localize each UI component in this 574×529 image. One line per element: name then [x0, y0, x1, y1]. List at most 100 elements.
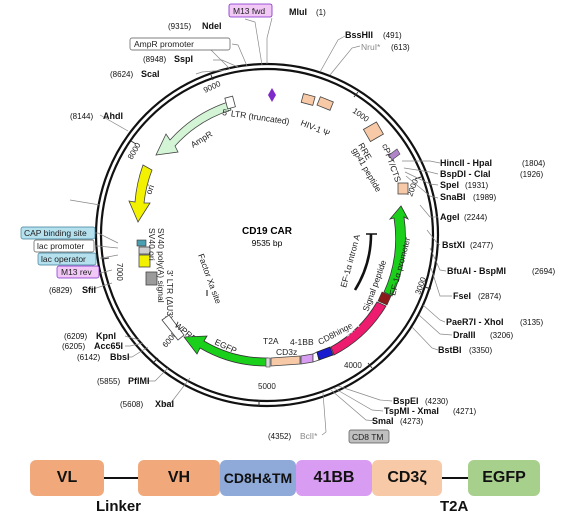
site-nrui-pos: (613) — [391, 43, 410, 52]
site-kpni-pos: (6209) — [64, 332, 87, 341]
plasmid-map: 1000 2000 3000 4000 5000 6000 7000 8000 … — [20, 3, 555, 444]
ef1a-intron-line — [353, 233, 373, 291]
site-draiii: DraIII — [453, 330, 476, 340]
site-nrui: NruI* — [361, 42, 381, 52]
cd3z-box — [270, 355, 301, 367]
cd8hinge-box — [316, 346, 334, 361]
site-bstbi: BstBI — [438, 345, 462, 355]
site-sfii-pos: (6829) — [49, 286, 72, 295]
tick-5000: 5000 — [258, 382, 276, 391]
wpre-box — [161, 314, 185, 341]
site-bbsi-pos: (6142) — [77, 353, 100, 362]
site-agei: AgeI — [440, 212, 460, 222]
block-41bb: 41BB — [296, 460, 372, 496]
backbone-inner — [99, 67, 435, 403]
site-ndei: NdeI — [202, 21, 222, 31]
car-construct-diagram: VL VH CD8H&TM 41BB CD3ζ EGFP Linker T2A — [0, 450, 574, 529]
site-bspei: BspEI — [393, 396, 419, 406]
site-bspdi: BspDI - ClaI — [440, 169, 491, 179]
factorxa-label: Factor Xa site — [196, 252, 223, 305]
site-bsshii: BssHII — [345, 30, 373, 40]
site-agei-pos: (2244) — [464, 213, 487, 222]
block-cd3z: CD3ζ — [372, 460, 442, 496]
block-vh: VH — [138, 460, 220, 496]
rre-box — [362, 121, 384, 143]
site-fsei-pos: (2874) — [478, 292, 501, 301]
signal-peptide-box — [377, 291, 392, 306]
m13fwd-label: M13 fwd — [233, 6, 265, 16]
cap-site-badge — [20, 226, 96, 240]
cd3z-label: CD3z — [276, 347, 297, 357]
m13fwd-marker — [268, 88, 276, 102]
cd8tm-badge — [348, 429, 390, 444]
lac-promoter-badge — [33, 239, 95, 253]
lac-promoter-label: lac promoter — [37, 241, 84, 251]
ampr-label: AmpR — [189, 129, 214, 150]
site-hinc: HincII - HpaI — [440, 158, 492, 168]
ltr3-label: 3' LTR (ΔU3) — [165, 270, 175, 319]
egfp-arrow — [183, 335, 269, 367]
cd8tm-label: CD8 TM — [352, 432, 384, 442]
tick-7000: 7000 — [115, 263, 124, 281]
block-vl: VL — [30, 460, 104, 496]
site-sspi-pos: (8948) — [143, 55, 166, 64]
site-smai-pos: (4273) — [400, 417, 423, 426]
site-bcli: BclI* — [300, 431, 318, 441]
bb41-box — [300, 353, 314, 365]
site-tspmi-pos: (4271) — [453, 407, 476, 416]
site-tspmi: TspMI - XmaI — [384, 406, 439, 416]
site-mlui-pos: (1) — [316, 8, 326, 17]
ampr-promoter-label: AmpR promoter — [134, 39, 194, 49]
site-acc65i-pos: (6205) — [62, 342, 85, 351]
leader-lines — [69, 17, 453, 436]
gp41-box — [388, 148, 401, 161]
site-pflmi-pos: (5855) — [97, 377, 120, 386]
cppt-box — [397, 182, 409, 195]
sv40-polya-box — [138, 246, 151, 255]
site-kpni: KpnI — [96, 331, 116, 341]
m13rev-label: M13 rev — [61, 267, 92, 277]
site-bsshii-pos: (491) — [383, 31, 402, 40]
hiv-psi-box-b — [316, 96, 334, 111]
site-xbai: XbaI — [155, 399, 174, 409]
site-spei: SpeI — [440, 180, 459, 190]
ef1a-promoter-arrow — [383, 205, 409, 297]
site-bfuai-pos: (2694) — [532, 267, 555, 276]
t2a-box — [265, 357, 271, 368]
site-pflmi: PflMI — [128, 376, 150, 386]
site-ahdi-pos: (8144) — [70, 112, 93, 121]
cppt-label: cPPT/CTS — [380, 142, 403, 183]
sv40-polya-label: SV40 poly(A) signal — [156, 228, 166, 303]
hiv-psi-box-a — [300, 93, 316, 106]
ori-arrow — [128, 164, 153, 223]
ampr-arrow — [155, 101, 232, 156]
ltr5-box — [224, 95, 236, 110]
lac-operator-label: lac operator — [41, 254, 86, 264]
ltr5-label: 5' LTR (truncated) — [222, 107, 291, 126]
sv40-ori-label: SV40 ori — [147, 228, 157, 261]
site-paer7i: PaeR7I - XhoI — [446, 317, 504, 327]
map-title: CD19 CAR — [242, 226, 293, 237]
scfv-arrow — [330, 301, 387, 356]
t2a-line — [418, 477, 468, 479]
site-xbai-pos: (5608) — [120, 400, 143, 409]
site-paer7i-pos: (3135) — [520, 318, 543, 327]
site-mlui: MluI — [289, 7, 307, 17]
site-bcli-pos: (4352) — [268, 432, 291, 441]
m13rev-badge — [56, 265, 100, 279]
site-ahdi: AhdI — [103, 111, 123, 121]
t2a-label: T2A — [263, 336, 279, 346]
ef1a-intron-label: EF-1α intron A — [338, 233, 362, 289]
site-snabi-pos: (1989) — [473, 193, 496, 202]
site-sspi: SspI — [174, 54, 193, 64]
hiv-psi-label: HIV-1 Ψ — [299, 118, 331, 139]
site-bspei-pos: (4230) — [425, 397, 448, 406]
site-bstxi-pos: (2477) — [470, 241, 493, 250]
tick-1000: 1000 — [351, 106, 371, 124]
map-size: 9535 bp — [252, 238, 283, 248]
site-spei-pos: (1931) — [465, 181, 488, 190]
block-egfp: EGFP — [468, 460, 540, 496]
site-snabi: SnaBI — [440, 192, 466, 202]
site-acc65i: Acc65I — [94, 341, 123, 351]
tick-marks — [102, 74, 432, 406]
